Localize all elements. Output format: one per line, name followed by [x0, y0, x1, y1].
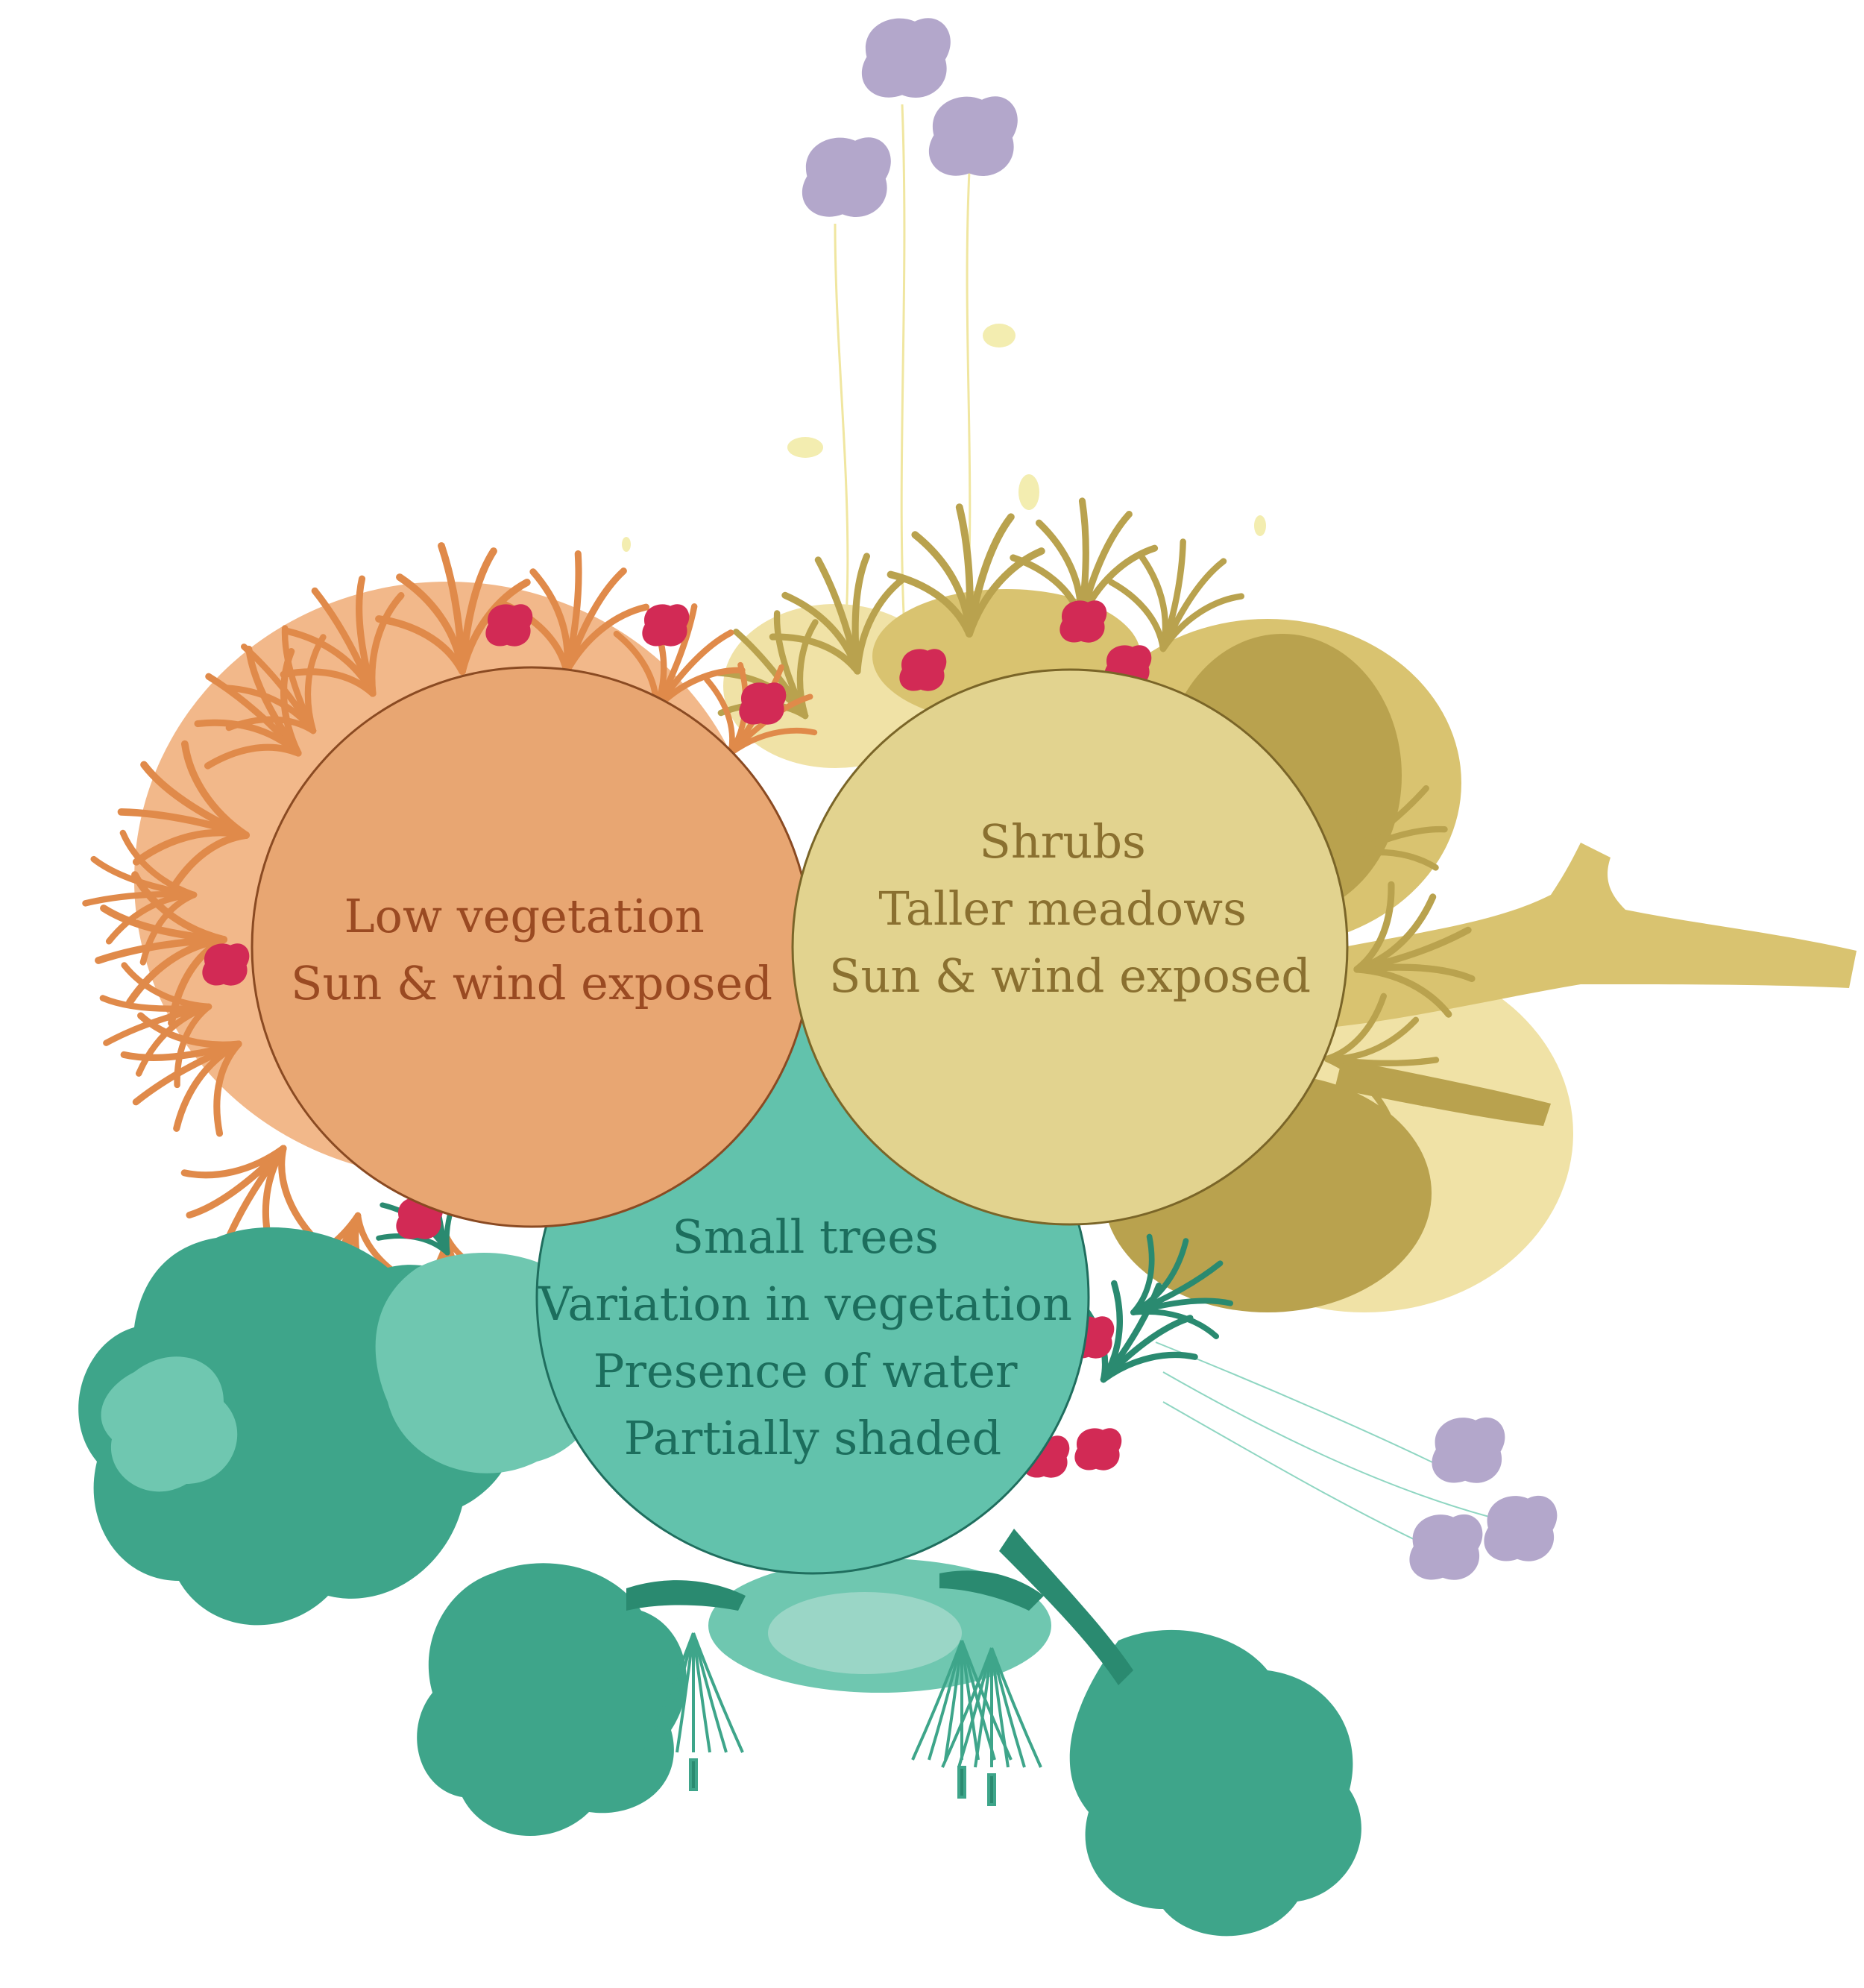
- reed-stem: [941, 1647, 993, 1768]
- circle-low-vegetation: Low vegetation Sun & wind exposed: [251, 666, 813, 1228]
- red-flower: [485, 604, 533, 647]
- shrubs-label: Shrubs Taller meadows Sun & wind exposed: [829, 814, 1311, 1003]
- reed-stem: [676, 1632, 695, 1753]
- circle-line: Low vegetation: [344, 889, 705, 943]
- low-vegetation-label: Low vegetation Sun & wind exposed: [291, 889, 772, 1010]
- circle-line: Taller meadows: [878, 881, 1247, 936]
- flowers-lower-right: [1155, 1341, 1558, 1580]
- reed-stem: [990, 1647, 1026, 1768]
- red-flower: [1059, 600, 1107, 643]
- red-flower: [1074, 1428, 1122, 1470]
- reed-stem: [659, 1632, 695, 1753]
- reed-stem: [911, 1640, 963, 1761]
- reed-stem: [643, 1632, 695, 1753]
- reed-stem: [974, 1647, 993, 1768]
- circle-line: Sun & wind exposed: [291, 956, 772, 1010]
- reed-stem: [944, 1640, 963, 1761]
- reed-stem: [990, 1647, 1042, 1768]
- red-flower: [739, 682, 787, 725]
- circle-line: Presence of water: [593, 1344, 1018, 1398]
- circle-line: Partially shaded: [624, 1411, 1001, 1465]
- reed-stem: [692, 1632, 728, 1753]
- small-trees-label: Small trees Variation in vegetation Pres…: [538, 1210, 1086, 1465]
- teal-vegetation: [78, 1153, 1361, 1937]
- circle-line: Variation in vegetation: [538, 1277, 1072, 1331]
- red-flower: [642, 604, 690, 647]
- circle-line: Small trees: [672, 1210, 938, 1264]
- cattail-head: [957, 1766, 966, 1799]
- reed-stem: [692, 1632, 744, 1753]
- red-flower: [202, 943, 250, 986]
- reed-stem: [692, 1632, 711, 1753]
- cattail-head: [689, 1758, 698, 1791]
- reed-stem: [990, 1647, 1010, 1768]
- reed-stem: [957, 1647, 993, 1768]
- reed-stem: [928, 1640, 963, 1761]
- circle-shrubs: Shrubs Taller meadows Sun & wind exposed: [791, 668, 1349, 1226]
- circle-line: Shrubs: [979, 814, 1145, 869]
- cattail-head: [987, 1773, 996, 1806]
- red-flower: [899, 649, 947, 691]
- circle-line: Sun & wind exposed: [829, 949, 1311, 1003]
- tall-flowers-top: [622, 18, 1266, 672]
